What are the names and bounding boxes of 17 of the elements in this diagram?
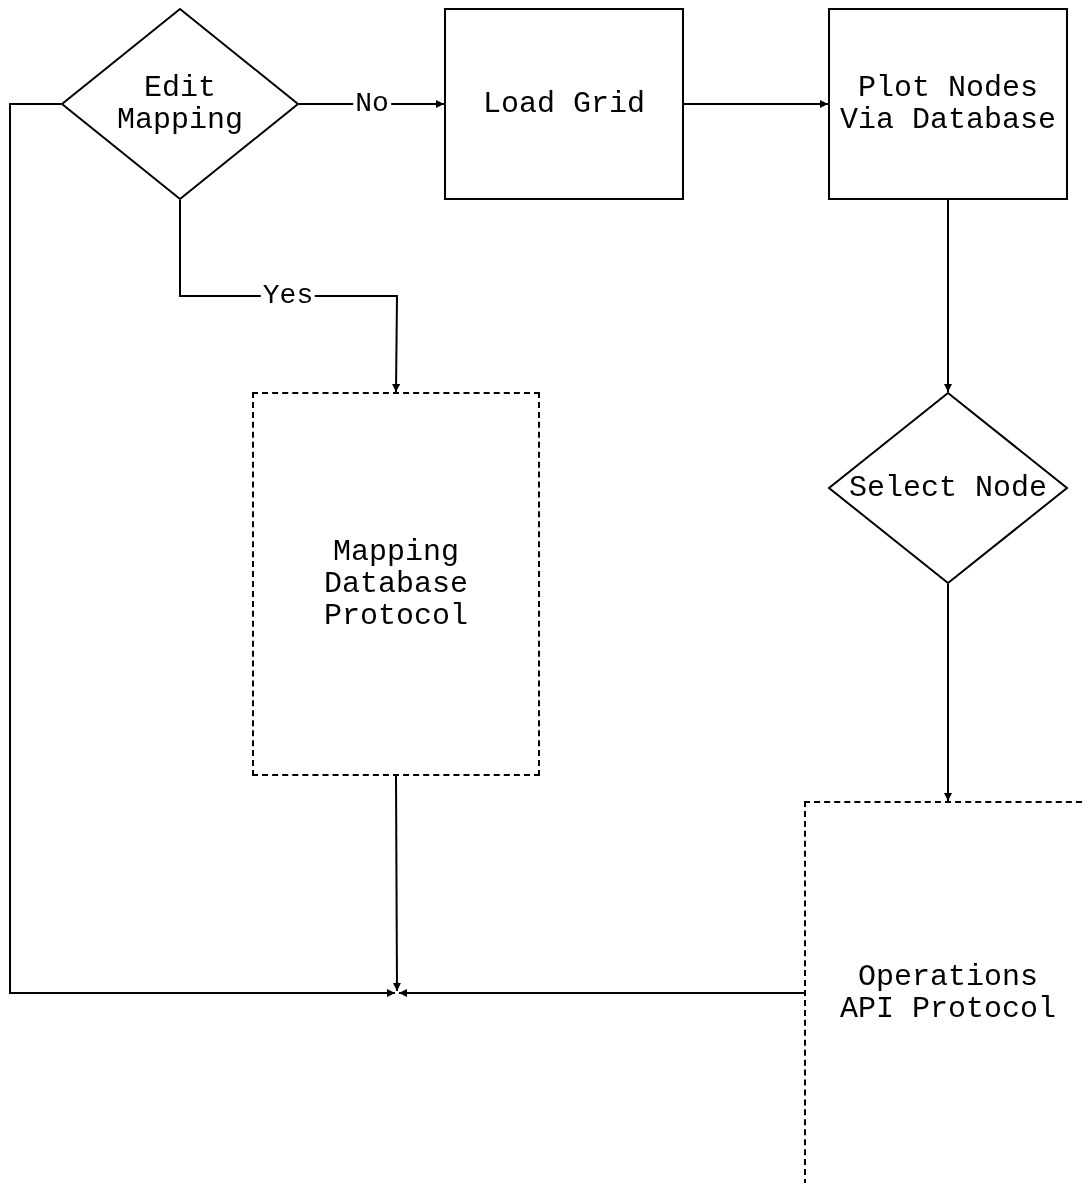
node-label: Load Grid xyxy=(482,88,646,120)
node-label: Edit Mapping xyxy=(116,72,244,136)
arrow xyxy=(392,775,401,992)
arrow xyxy=(683,100,829,108)
process-box xyxy=(444,8,684,200)
decision-diamond xyxy=(828,392,1068,584)
node-label: Plot Nodes Via Database xyxy=(838,72,1057,136)
process-box xyxy=(828,8,1068,200)
arrow xyxy=(9,103,396,997)
node-label: Select Node xyxy=(848,472,1047,504)
node-label: Operations API Protocol xyxy=(838,961,1057,1025)
dashed-process-box xyxy=(252,392,540,776)
arrow xyxy=(944,583,952,802)
decision-diamond xyxy=(61,8,299,200)
node-label: Mapping Database Protocol xyxy=(323,536,469,632)
arrow xyxy=(398,989,805,997)
arrow xyxy=(944,199,952,393)
